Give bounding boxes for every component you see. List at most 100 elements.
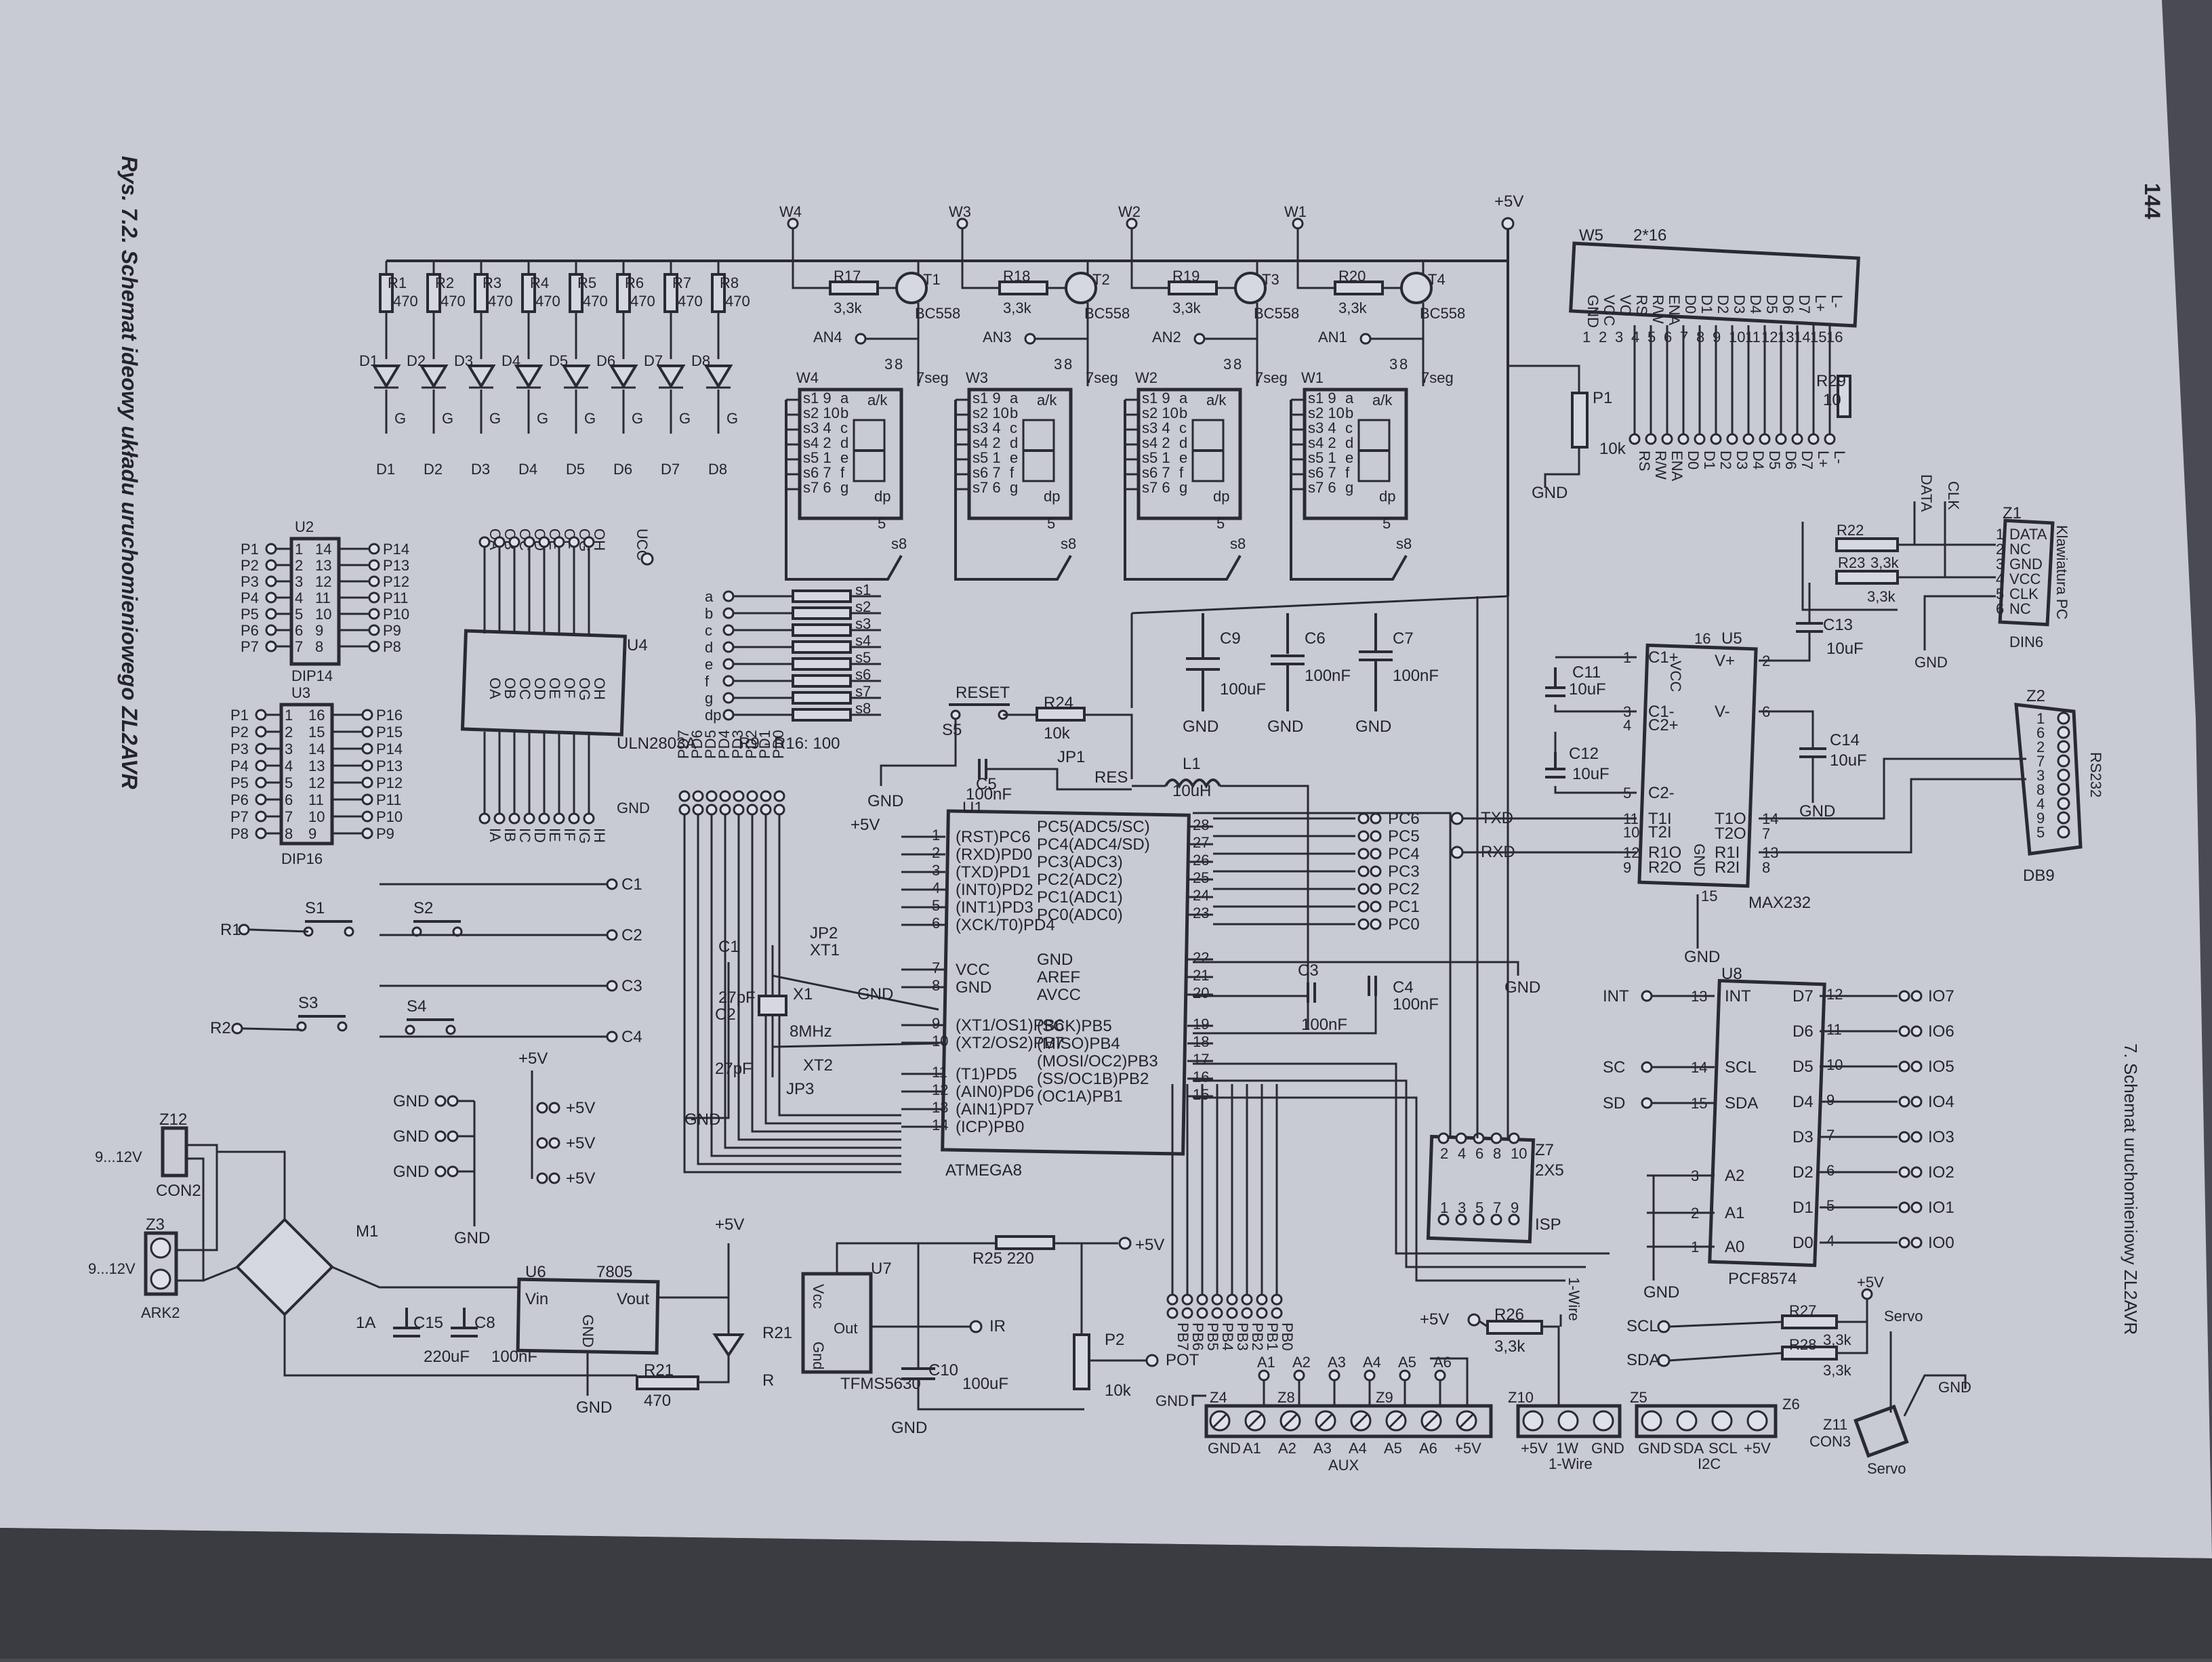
segment-net: s6 — [855, 666, 871, 683]
segment-name: b — [840, 404, 848, 421]
ir-pin-gnd: Gnd — [810, 1342, 827, 1370]
segment-resistor — [792, 674, 852, 688]
digit-transistor — [1400, 272, 1433, 304]
mcu-right-pin-name: PC4(ADC4/SD) — [1037, 835, 1150, 854]
pcf-right-pin-name: D2 — [1793, 1163, 1814, 1182]
lcd-net-label: ENA — [1668, 451, 1685, 482]
dip-right-pin: 12 — [315, 573, 331, 590]
i2c-vcc: +5V — [1857, 1274, 1884, 1291]
led-pin-label: G — [489, 410, 501, 427]
port-b-label: PB4 — [1219, 1323, 1236, 1351]
segment-pin: s6 7 — [1142, 464, 1170, 481]
gnd-header-label: GND — [393, 1127, 429, 1146]
segment-input-label: g — [705, 690, 713, 707]
mcu-right-pin-number: 21 — [1193, 967, 1209, 984]
digit-pin-5: 5 — [1047, 515, 1055, 532]
pcf-left-pin-name: A0 — [1725, 1238, 1744, 1256]
c4-value: 100nF — [1393, 995, 1439, 1014]
lcd-contrast-pot — [1571, 392, 1589, 449]
ir-pin-out: Out — [834, 1320, 857, 1337]
segment-pin: s5 1 — [803, 449, 832, 466]
digit-pin-8: 8 — [1064, 356, 1072, 373]
base-resistor-ref: R17 — [834, 268, 861, 285]
crystal-c2-value: 27pF — [715, 1060, 752, 1078]
segment-resistor — [792, 657, 852, 671]
uln-internal-out: OH — [591, 678, 608, 700]
pcf-io-label: IO2 — [1928, 1163, 1954, 1182]
potentiometer-p2: P2 10k POT — [1073, 1243, 1200, 1400]
led-bank: R1470D1GD1R2470D2GD2R3470D3GD3R4470D4GD4… — [359, 261, 750, 478]
max-left-pin-name: T1I — [1648, 810, 1672, 828]
vcc-rail-label: +5V — [1494, 192, 1523, 211]
lcd-net-label: L- — [1831, 451, 1848, 464]
pc-keyboard-connector: Z1 Klawiatura PC DIN6 DATA1NC2GND3VCC4CL… — [1801, 474, 2070, 671]
led-diode-ref: D7 — [644, 352, 663, 369]
led-diode-ref: D5 — [549, 352, 568, 369]
pcf-right-pin-number: 12 — [1826, 986, 1843, 1003]
isp-top-number: 8 — [1493, 1145, 1501, 1162]
segment-name: d — [1010, 434, 1018, 451]
digit-pin-8: 8 — [1233, 356, 1242, 373]
db9-rs232: RS232 — [2087, 752, 2104, 797]
digit-pin-5: 5 — [1216, 515, 1225, 532]
mcu-right-pin-name: PC5(ADC5/SC) — [1037, 818, 1150, 836]
segment-pin: s3 4 — [1142, 419, 1170, 436]
mcu-right-pin-number: 27 — [1193, 834, 1209, 851]
port-d-label: PD3 — [729, 730, 746, 759]
segment-pin: s1 9 — [803, 390, 832, 407]
uln-in-label: ID — [531, 828, 548, 843]
base-resistor-value: 3,3k — [834, 299, 863, 316]
base-resistor-value: 3,3k — [1338, 299, 1368, 316]
led-diode — [371, 365, 401, 389]
kb-net-data: DATA — [1918, 474, 1935, 512]
c3-ref: C3 — [1298, 961, 1319, 980]
digit-net: W3 — [949, 203, 971, 220]
max-vcc-pin: 16 — [1694, 630, 1711, 647]
segment-pin: s5 1 — [1308, 449, 1336, 466]
servo-gnd: GND — [1938, 1379, 1971, 1396]
isp-top-number: 6 — [1475, 1145, 1483, 1162]
keyboard-pin-name: VCC — [2009, 570, 2041, 587]
mcu-right-pin-number: 22 — [1193, 949, 1209, 966]
led-net-label: D1 — [376, 461, 395, 478]
mcu-left-pin-number: 5 — [932, 897, 940, 914]
segment-pin: s7 6 — [1142, 479, 1170, 496]
segment-pin: s4 2 — [1308, 434, 1336, 451]
pot-value: 10k — [1105, 1381, 1132, 1400]
dip-right-label: P8 — [383, 638, 401, 655]
digit-pin-3: 3 — [1223, 356, 1231, 373]
pcf-io-label: IO3 — [1928, 1128, 1954, 1146]
mcu-left-pin-name: (XT1/OS1)PB6 — [956, 1016, 1064, 1035]
dip-left-pin: 3 — [295, 573, 303, 590]
keyboard-pin-number: 1 — [1996, 526, 2004, 543]
led-diode-ref: D1 — [359, 352, 378, 369]
led-resistor-ref: R8 — [720, 274, 739, 291]
lcd-pot-ref: P1 — [1593, 389, 1612, 407]
pcf-right-pin-number: 4 — [1826, 1232, 1835, 1249]
keyboard-pin-name: NC — [2009, 600, 2031, 617]
desk-shadow — [0, 1528, 2212, 1659]
segment-name: c — [1179, 419, 1187, 436]
digit-ref: W4 — [796, 369, 819, 386]
ir-c: C10 — [928, 1361, 958, 1379]
segment-name: d — [1345, 434, 1353, 451]
dip-left-label: P5 — [241, 606, 259, 623]
mcu-left-pin-name: (XT2/OS2)PB7 — [956, 1034, 1064, 1052]
lcd-pin-name: L+ — [1812, 295, 1829, 312]
led-pin-label: G — [679, 410, 691, 427]
vcc-header-label: +5V — [566, 1134, 595, 1152]
transistor-ref: T1 — [923, 271, 941, 288]
uln-internal-out: OE — [546, 678, 563, 699]
keyboard-pin-number: 3 — [1996, 556, 2004, 573]
led-resistor-ref: R5 — [577, 274, 596, 291]
led-diode-ref: D8 — [691, 352, 710, 369]
onewire-pin-label: GND — [1591, 1440, 1624, 1457]
segment-name: f — [840, 464, 845, 481]
base-resistor-ref: R19 — [1172, 268, 1200, 285]
keyboard-pin-number: 5 — [1996, 585, 2004, 602]
lcd-net-label: D5 — [1766, 451, 1783, 470]
segment-pin: s7 6 — [1308, 479, 1336, 496]
segment-pin: s7 6 — [972, 479, 1001, 496]
